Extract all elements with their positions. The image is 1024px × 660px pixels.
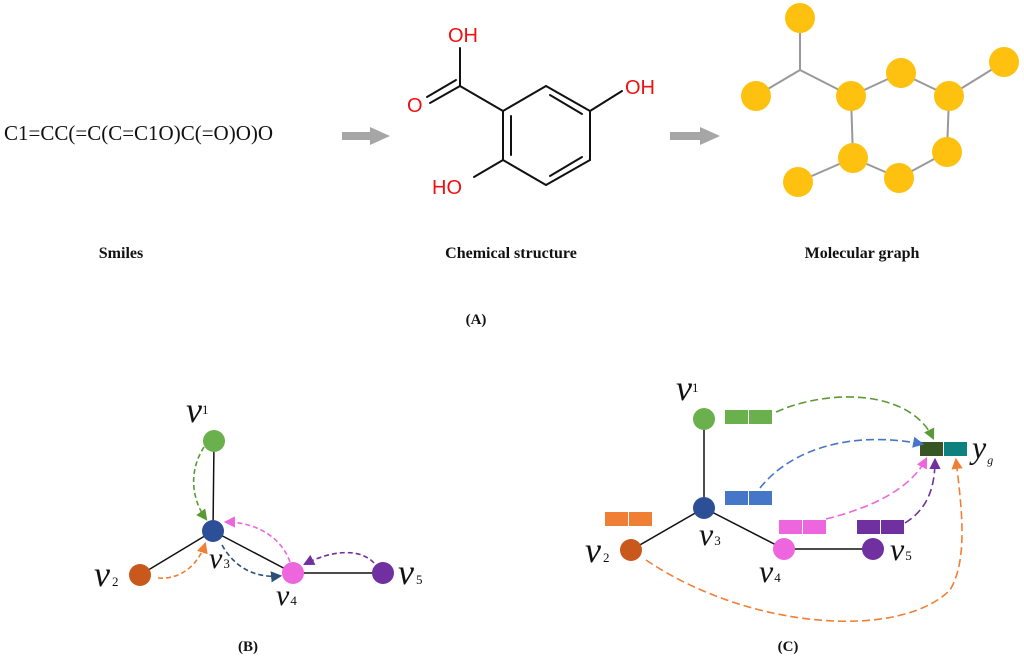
label-c-v5: v5 bbox=[890, 531, 912, 567]
smiles-string: C1=CC(=C(C=C1O)C(=O)O)O bbox=[4, 121, 273, 145]
feature-vector-v2 bbox=[605, 512, 652, 526]
node-c-v4 bbox=[773, 538, 795, 560]
graph-atom-node bbox=[932, 137, 962, 167]
label-c-yg: yg bbox=[969, 429, 993, 467]
node-b-v5 bbox=[372, 562, 394, 584]
graph-atom-node bbox=[934, 81, 964, 111]
label-c-v3: v3 bbox=[699, 516, 721, 552]
panel-label-a: (A) bbox=[466, 312, 487, 328]
label-b-v4: v4 bbox=[276, 579, 297, 612]
feature-vector-v1 bbox=[725, 410, 772, 424]
node-b-v3 bbox=[202, 520, 224, 542]
message-arrow-v5-v4 bbox=[303, 551, 375, 566]
readout-arrow-v4 bbox=[825, 457, 928, 520]
arrow-structure-to-graph bbox=[670, 127, 720, 145]
message-arrow-v4-v3 bbox=[223, 516, 291, 563]
feature-vector-v5 bbox=[857, 520, 904, 534]
node-b-v2 bbox=[129, 564, 151, 586]
panel-a: C1=CC(=C(C=C1O)C(=O)O)O bbox=[4, 3, 1019, 328]
message-arrow-v3-v4 bbox=[221, 544, 283, 583]
feature-vector-v4 bbox=[779, 520, 826, 534]
graph-atom-node bbox=[886, 58, 916, 88]
label-c-v4: v4 bbox=[759, 553, 781, 589]
node-c-v1 bbox=[693, 408, 715, 430]
caption-molecular-graph: Molecular graph bbox=[805, 245, 920, 262]
caption-chemical-structure: Chemical structure bbox=[445, 245, 577, 262]
message-arrow-v2-v3 bbox=[157, 541, 208, 579]
atom-label-o-left: O bbox=[407, 95, 423, 117]
graph-atom-node bbox=[785, 3, 815, 33]
caption-smiles: Smiles bbox=[99, 245, 143, 262]
node-c-v3 bbox=[693, 497, 715, 519]
atom-label-oh-top: OH bbox=[448, 25, 478, 47]
graph-atom-node bbox=[836, 81, 866, 111]
graph-atom-node bbox=[884, 163, 914, 193]
node-b-v4 bbox=[282, 562, 304, 584]
graph-atom-node bbox=[783, 167, 813, 197]
molecular-graph bbox=[741, 3, 1019, 197]
panel-label-c: (C) bbox=[778, 639, 799, 655]
feature-vector-v3 bbox=[725, 491, 772, 505]
node-c-v2 bbox=[620, 539, 642, 561]
atom-label-oh-right: OH bbox=[625, 77, 655, 99]
arrow-smiles-to-structure bbox=[342, 127, 390, 145]
node-c-v5 bbox=[862, 538, 884, 560]
readout-arrow-v2 bbox=[645, 457, 963, 623]
node-b-v1 bbox=[203, 430, 225, 452]
graph-atom-node bbox=[838, 143, 868, 173]
label-b-v3: v3 bbox=[209, 542, 230, 575]
readout-arrow-v5 bbox=[904, 457, 941, 524]
feature-vector-yg bbox=[920, 442, 967, 456]
label-b-v1: v1 bbox=[186, 390, 208, 430]
atom-label-ho-bottom: HO bbox=[432, 177, 462, 199]
label-c-v1: v1 bbox=[676, 368, 698, 408]
readout-arrow-v1 bbox=[775, 396, 935, 441]
graph-atom-node bbox=[989, 47, 1019, 77]
readout-arrow-v3 bbox=[759, 436, 925, 489]
chemical-structure bbox=[426, 47, 623, 186]
message-arrow-v1-v3 bbox=[192, 446, 208, 521]
panel-label-b: (B) bbox=[238, 639, 258, 655]
graph-atom-node bbox=[741, 81, 771, 111]
